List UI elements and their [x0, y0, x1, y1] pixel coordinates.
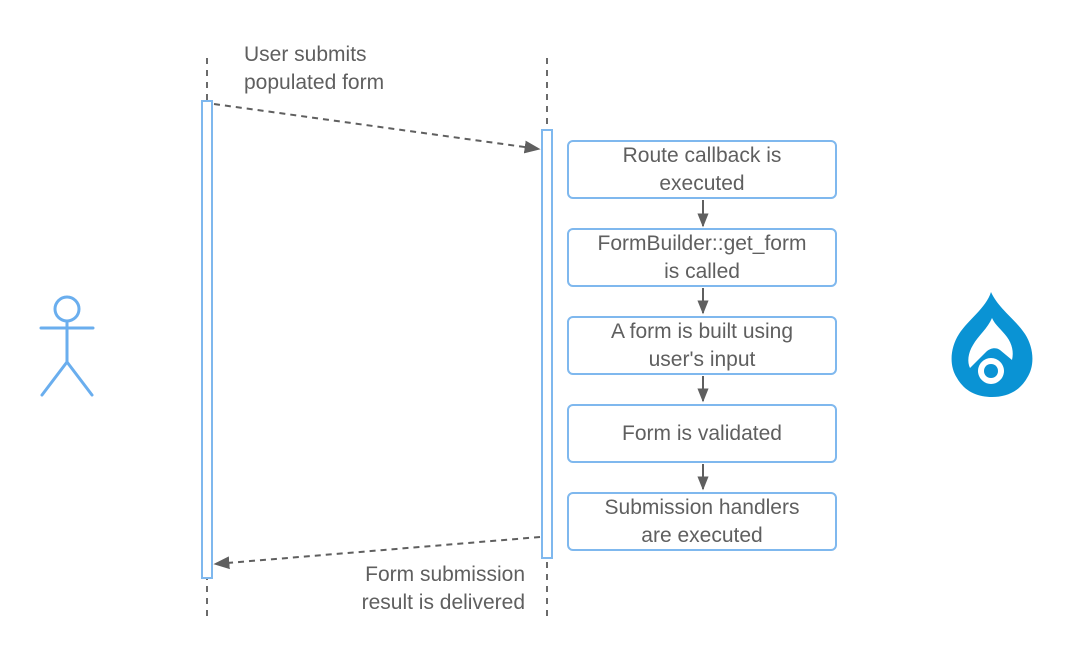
request-message-label: User submits populated form [244, 43, 385, 94]
step-get-form: FormBuilder::get_form is called [567, 228, 837, 287]
response-message-label: Form submission result is delivered [361, 563, 525, 614]
step-route-callback: Route callback is executed [567, 140, 837, 199]
request-arrow [213, 103, 541, 154]
step-form-built: A form is built using user's input [567, 316, 837, 375]
stick-figure-icon [39, 295, 95, 397]
system-activation-bar [541, 129, 553, 559]
step-form-validated: Form is validated [567, 404, 837, 463]
drupal-drop-icon [951, 292, 1033, 397]
step-submission-handlers: Submission handlers are executed [567, 492, 837, 551]
response-arrow [213, 536, 541, 570]
user-activation-bar [201, 100, 213, 579]
